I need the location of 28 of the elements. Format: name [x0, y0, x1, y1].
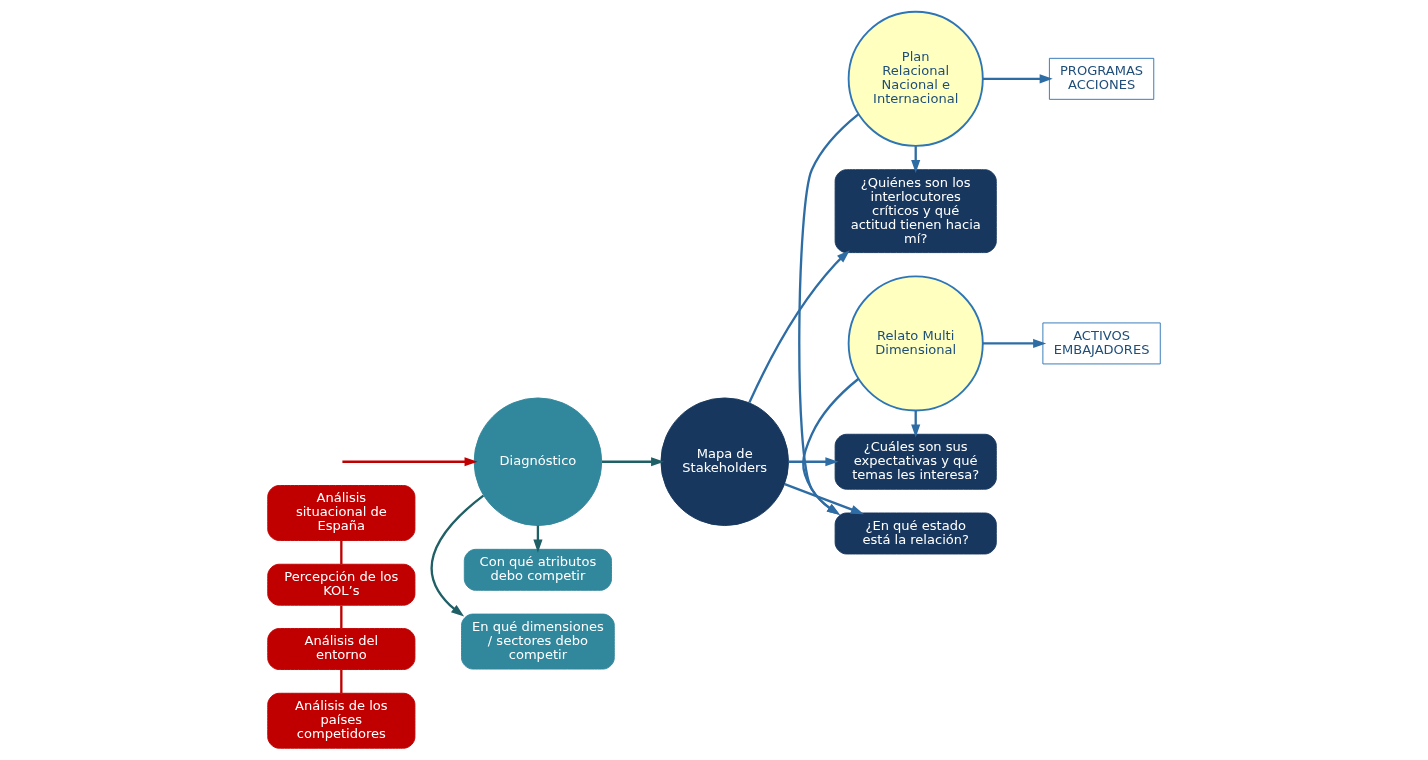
node-circle: Mapa de Stakeholders	[660, 397, 789, 527]
node-box: ¿Quiénes son los interlocutores críticos y qué actitud tienen hacia mí?	[834, 169, 997, 254]
arrow	[784, 483, 864, 515]
node-box: PROGRAMAS ACCIONES	[1048, 57, 1155, 100]
node-box: ACTIVOS EMBAJADORES	[1042, 322, 1161, 365]
arrow	[982, 338, 1047, 348]
node-circle: Plan Relacional Nacional e Internacional	[847, 10, 984, 147]
arrow	[798, 113, 860, 515]
connector	[340, 669, 343, 693]
arrow	[342, 457, 478, 467]
connector	[340, 540, 343, 564]
arrow	[802, 377, 860, 515]
arrow	[430, 494, 485, 617]
node-box: Percepción de los KOL’s	[267, 563, 416, 606]
node-box: Análisis situacional de España	[267, 485, 416, 541]
node-circle: Relato Multi Dimensional	[847, 275, 984, 412]
arrow	[788, 457, 839, 467]
node-box: En qué dimensiones / sectores debo competir	[461, 613, 615, 670]
node-circle: Diagnóstico	[473, 397, 603, 527]
arrow	[982, 74, 1053, 84]
arrow	[748, 250, 850, 404]
node-box: ¿En qué estado está la relación?	[834, 512, 997, 555]
connector	[340, 605, 343, 629]
node-box: Análisis de los países competidores	[267, 692, 416, 749]
node-box: Análisis del entorno	[267, 628, 416, 670]
arrow	[602, 457, 665, 467]
node-box: Con qué atributos debo competir	[463, 548, 612, 591]
node-box: ¿Cuáles son sus expectativas y qué temas les interesa?	[834, 433, 997, 490]
